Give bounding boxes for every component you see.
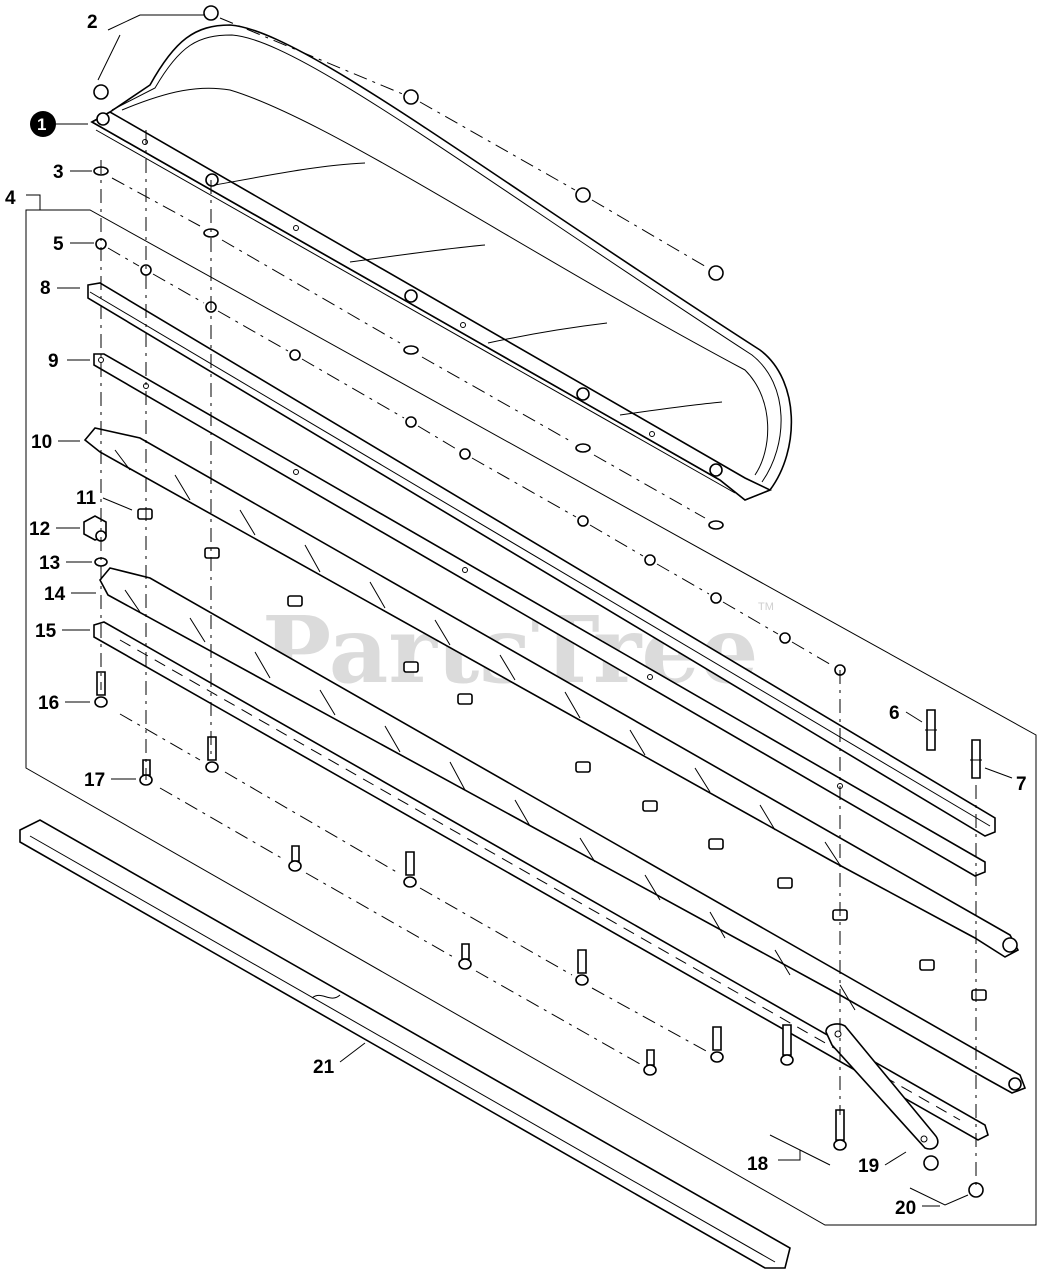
callout-2-label: 2	[87, 12, 98, 33]
callout-18-label: 18	[747, 1154, 768, 1175]
callout-19-label: 19	[858, 1156, 879, 1177]
callout-20[interactable]: 20	[895, 1187, 969, 1219]
callout-7[interactable]: 7	[984, 767, 1027, 795]
callout-6[interactable]: 6	[889, 703, 923, 724]
callout-15-label: 15	[35, 621, 57, 642]
callout-1-label: 1	[37, 115, 46, 134]
nuts-part-20[interactable]	[923, 1155, 984, 1198]
callout-21-label: 21	[313, 1057, 335, 1078]
callout-3-label: 3	[53, 162, 64, 183]
callout-15[interactable]: 15	[35, 621, 90, 642]
upper-blade-part-10[interactable]	[83, 427, 1020, 958]
blade-guard-part-1[interactable]	[90, 24, 793, 501]
callout-16[interactable]: 16	[38, 693, 90, 714]
nuts-part-5[interactable]	[95, 238, 846, 676]
callout-13[interactable]: 13	[39, 553, 92, 574]
callout-16-label: 16	[38, 693, 59, 714]
callout-11[interactable]: 11	[76, 488, 133, 511]
callout-9[interactable]: 9	[48, 351, 90, 372]
flat-bar-part-9[interactable]	[93, 353, 986, 877]
callout-8-label: 8	[40, 278, 51, 299]
screws-part-16[interactable]	[94, 671, 724, 1063]
perforated-strip-part-15[interactable]	[93, 621, 989, 1141]
callout-5[interactable]: 5	[53, 234, 94, 255]
clip-part-12[interactable]	[83, 515, 107, 542]
callout-20-label: 20	[895, 1198, 916, 1219]
stud-part-6[interactable]	[925, 709, 937, 751]
assembly-4-bracket	[25, 194, 1037, 1226]
lower-blade-part-14[interactable]	[99, 567, 1027, 1094]
callout-18[interactable]: 18	[747, 1134, 831, 1175]
cover-strip-part-21[interactable]	[19, 819, 791, 1269]
callout-13-label: 13	[39, 553, 60, 574]
callout-9-label: 9	[48, 351, 59, 372]
callout-12-label: 12	[29, 519, 50, 540]
callout-12[interactable]: 12	[29, 519, 80, 540]
callout-8[interactable]: 8	[40, 278, 80, 299]
callout-17-label: 17	[84, 770, 105, 791]
washers-part-3[interactable]	[93, 166, 724, 530]
watermark-trademark: TM	[758, 601, 774, 613]
callout-2[interactable]: 2	[87, 12, 204, 81]
callout-3[interactable]: 3	[53, 162, 92, 183]
callout-5-label: 5	[53, 234, 64, 255]
callout-14[interactable]: 14	[44, 584, 96, 605]
guard-nuts-part-2[interactable]	[93, 5, 724, 281]
callout-1[interactable]: 1	[30, 111, 88, 137]
callout-6-label: 6	[889, 703, 900, 724]
stud-part-7[interactable]	[970, 739, 982, 779]
callout-10[interactable]: 10	[31, 432, 80, 453]
callout-17[interactable]: 17	[84, 770, 136, 791]
screws-part-17[interactable]	[139, 759, 657, 1076]
callout-10-label: 10	[31, 432, 52, 453]
callout-4-label: 4	[5, 188, 16, 209]
callout-21[interactable]: 21	[313, 1042, 366, 1078]
callout-7-label: 7	[1016, 774, 1027, 795]
callout-11-label: 11	[76, 488, 97, 509]
callout-4[interactable]: 4	[5, 188, 16, 209]
bolts-part-18[interactable]	[780, 1024, 847, 1151]
callout-14-label: 14	[44, 584, 66, 605]
plate-part-19[interactable]	[825, 1023, 939, 1150]
callout-19[interactable]: 19	[858, 1151, 907, 1177]
